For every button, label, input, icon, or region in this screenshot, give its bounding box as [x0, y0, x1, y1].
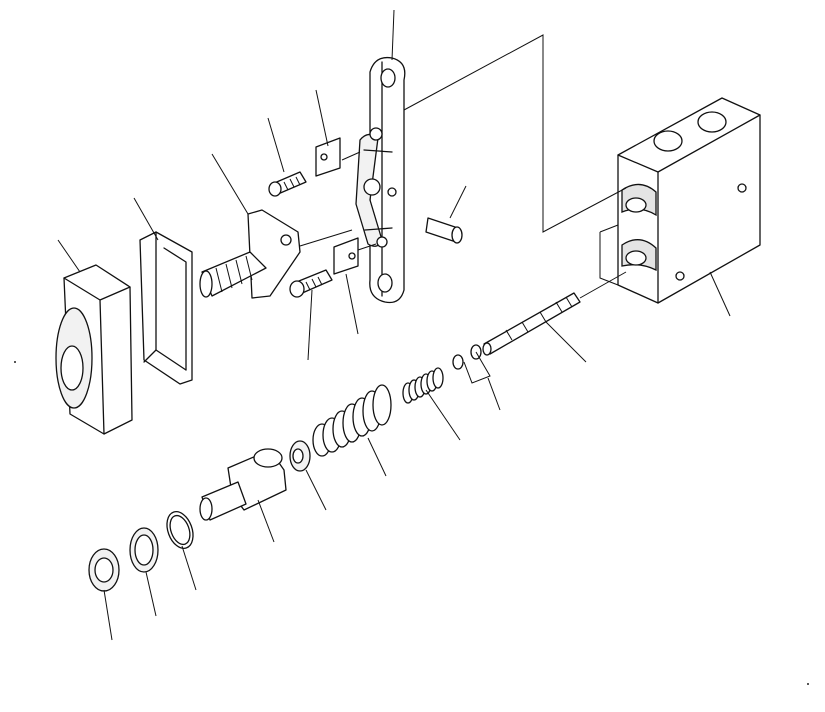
lever-assembly	[199, 209, 301, 299]
boot-cover	[55, 264, 133, 435]
cover-plate	[355, 56, 406, 304]
bracket	[139, 231, 193, 385]
spring-seat	[289, 440, 311, 472]
piston	[199, 448, 287, 521]
washer-nut	[88, 548, 120, 592]
small-ring-1	[452, 354, 464, 370]
outer-spring	[312, 384, 392, 457]
inner-spring	[402, 367, 444, 404]
valve-body	[617, 97, 761, 304]
pin	[425, 217, 463, 244]
leader-lines	[57, 9, 731, 641]
o-ring	[166, 511, 194, 549]
cap-screw-lower	[289, 269, 333, 298]
gasket-lower	[333, 237, 359, 275]
spool	[482, 292, 581, 356]
cap-screw-upper	[268, 171, 307, 197]
bushing	[129, 527, 159, 573]
scan-specks	[14, 361, 809, 685]
gasket-upper	[315, 137, 341, 177]
assembly-lines	[299, 34, 627, 384]
